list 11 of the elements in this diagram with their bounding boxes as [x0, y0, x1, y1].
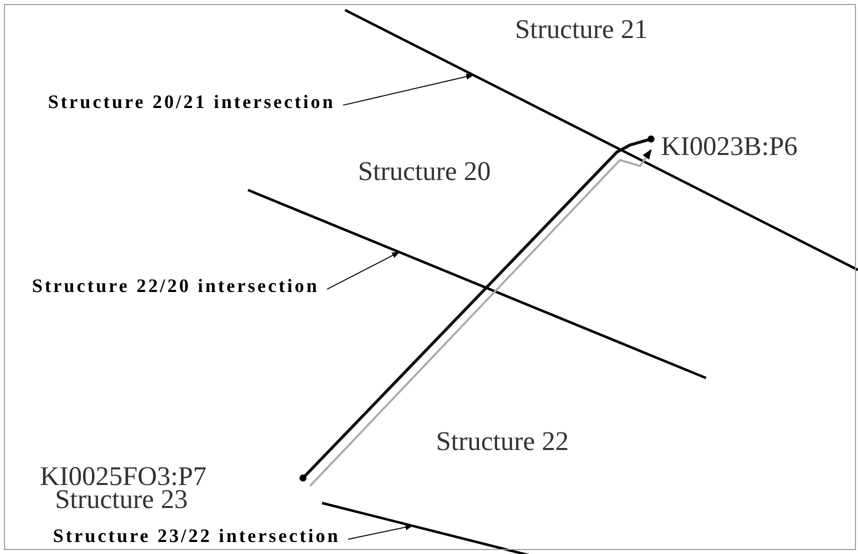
fault-line [345, 10, 858, 270]
structure-label: Structure 21 [515, 14, 648, 45]
structure-label: Structure 22 [436, 426, 569, 457]
leader-arrow [348, 524, 414, 540]
borehole-label: KI0023B:P6 [661, 131, 798, 162]
intersection-label: Structure 22/20 intersection [32, 276, 320, 298]
leader-arrow [326, 252, 400, 290]
intersection-label: Structure 20/21 intersection [48, 92, 336, 114]
leader-arrow [342, 74, 474, 106]
structure-label: Structure 20 [358, 156, 491, 187]
intersection-label: Structure 23/22 intersection [53, 526, 340, 548]
